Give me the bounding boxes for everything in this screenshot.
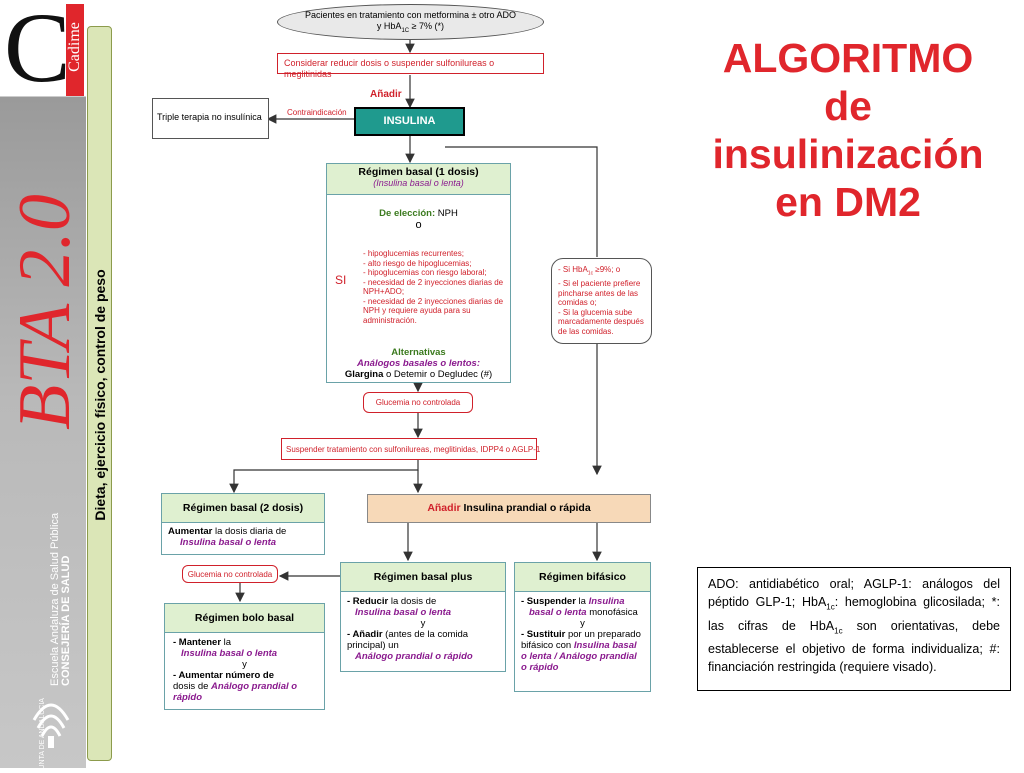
uncontrolled-2-text: Glucemia no controlada xyxy=(187,570,273,579)
basal-plus-title: Régimen basal plus xyxy=(341,563,505,592)
biphasic-title: Régimen bifásico xyxy=(515,563,650,592)
condition-2: - alto riesgo de hipoglucemias; xyxy=(363,258,472,268)
title-line2: de xyxy=(824,83,872,129)
diet-exercise-tab xyxy=(87,26,112,761)
condition-4: - necesidad de 2 inyecciones diarias de … xyxy=(363,277,504,297)
alt-label: Alternativas xyxy=(391,347,446,358)
insulin-node: INSULINA xyxy=(354,107,465,136)
basal-2-dose-box: Régimen basal (2 dosis) Aumentar la dosi… xyxy=(161,493,325,555)
basal-plus-box: Régimen basal plus - Reducir la dosis de… xyxy=(340,562,506,672)
contraindication-label: Contraindicación xyxy=(287,108,347,117)
choice-label: De elección: xyxy=(379,208,436,219)
consider-text: Considerar reducir dosis o suspender sul… xyxy=(284,58,495,79)
basal-2-body: Aumentar la dosis diaria de Insulina bas… xyxy=(168,526,287,548)
bolus-basal-box: Régimen bolo basal - Mantener la Insulin… xyxy=(164,603,325,710)
choice-value: NPH xyxy=(437,208,458,219)
basal-1-dose-box: Régimen basal (1 dosis) (Insulina basal … xyxy=(326,163,511,383)
title-line3: insulinización xyxy=(712,131,984,177)
title-line1: ALGORITMO xyxy=(722,35,974,81)
cadime-tab xyxy=(66,4,84,96)
biphasic-box: Régimen bifásico - Suspender la Insulina… xyxy=(514,562,651,692)
basal-2-title: Régimen basal (2 dosis) xyxy=(162,494,324,523)
branding-band xyxy=(0,0,86,768)
condition-3: - hipoglucemias con riesgo laboral; xyxy=(363,268,487,277)
legend-box: ADO: antidiabético oral; AGLP-1: análogo… xyxy=(697,567,1011,691)
add-prandial-box: Añadir Insulina prandial o rápida xyxy=(367,494,651,523)
si-label: SI xyxy=(335,273,347,287)
suspend-text: Suspender tratamiento con sulfonilureas,… xyxy=(286,445,541,454)
bolus-basal-title: Régimen bolo basal xyxy=(165,604,324,633)
side-cond-3: - Si la glucemia sube marcadamente despu… xyxy=(558,307,644,336)
basal-1-choice: De elección: NPH xyxy=(327,208,510,219)
alt-subtitle: Análogos basales o lentos: xyxy=(357,358,480,369)
start-line2: y HbA1C ≥ 7% (*) xyxy=(376,21,445,34)
suspend-box: Suspender tratamiento con sulfonilureas,… xyxy=(281,438,541,460)
line-to-side-conditions xyxy=(445,146,598,257)
cadime-letter: C xyxy=(4,0,71,103)
condition-1: - hipoglucemias recurrentes; xyxy=(363,249,464,258)
triple-text: Triple terapia no insulínica xyxy=(157,112,262,122)
cadime-logo: C xyxy=(4,0,71,103)
junta-logo-icon xyxy=(32,703,70,748)
consider-reduce-box: Considerar reducir dosis o suspender sul… xyxy=(277,53,544,79)
title-line4: en DM2 xyxy=(775,179,921,225)
condition-5: - necesidad de 2 inyecciones diarias de … xyxy=(363,296,504,325)
alternatives-block: Alternativas Análogos basales o lentos: … xyxy=(327,347,510,380)
side-cond-1: - Si HbA1c ≥9%; o xyxy=(558,265,621,277)
basal-1-title: Régimen basal (1 dosis) xyxy=(358,166,479,178)
uncontrolled-box-1: Glucemia no controlada xyxy=(363,392,473,413)
side-conditions-box: - Si HbA1c ≥9%; o - Si el paciente prefi… xyxy=(551,258,652,344)
insulin-label: INSULINA xyxy=(383,115,436,127)
conditions-list: - hipoglucemias recurrentes; - alto ries… xyxy=(363,249,509,325)
start-line1: Pacientes en tratamiento con metformina … xyxy=(304,10,517,20)
bolus-basal-body: - Mantener la Insulina basal o lenta y -… xyxy=(173,637,298,703)
start-node: Pacientes en tratamiento con metformina … xyxy=(277,4,544,40)
side-cond-2: - Si el paciente prefiere pincharse ante… xyxy=(558,279,641,308)
alt-options: Glargina o Detemir o Degludec (#) xyxy=(344,369,493,380)
basal-1-header: Régimen basal (1 dosis) (Insulina basal … xyxy=(327,164,510,195)
uncontrolled-1-text: Glucemia no controlada xyxy=(375,398,461,407)
uncontrolled-box-2: Glucemia no controlada xyxy=(182,565,278,583)
basal-1-subtitle: (Insulina basal o lenta) xyxy=(373,178,464,188)
biphasic-body: - Suspender la Insulina basal o lenta mo… xyxy=(521,596,641,673)
arrow-to-basal2 xyxy=(229,460,419,494)
triple-therapy-box: Triple terapia no insulínica xyxy=(152,98,269,139)
page-title: ALGORITMO de insulinización en DM2 xyxy=(678,34,1018,226)
add-label: Añadir xyxy=(370,89,402,100)
basal-1-or: o xyxy=(415,219,422,231)
basal-plus-body: - Reducir la dosis de Insulina basal o l… xyxy=(347,596,473,662)
